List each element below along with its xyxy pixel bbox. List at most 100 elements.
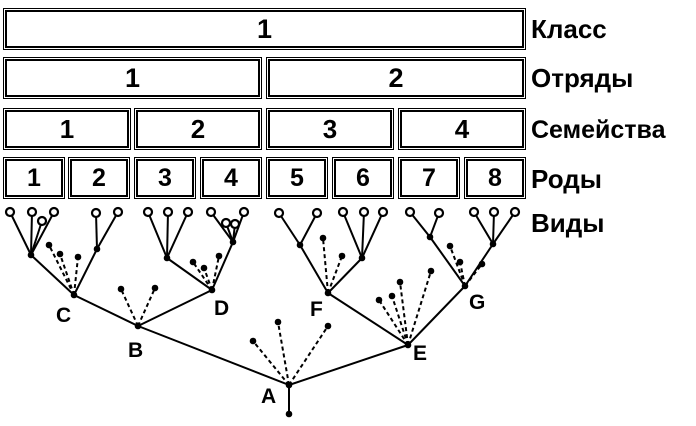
- extinct-species-dot: [427, 267, 435, 275]
- node-dot-f: [324, 289, 332, 297]
- extinct-branch-line: [203, 267, 213, 291]
- extinct-species-dot: [189, 258, 197, 266]
- extinct-branch-line: [322, 237, 329, 294]
- branch-c-genus-1: [30, 254, 75, 296]
- branch-d-genus-3: [166, 257, 213, 291]
- node-dot-e: [404, 341, 412, 349]
- species-link-line: [278, 212, 301, 246]
- extinct-species-dot: [215, 252, 223, 260]
- living-species-circle: [220, 217, 232, 229]
- living-species-circle: [273, 207, 285, 219]
- extinct-branch-line: [407, 270, 432, 346]
- branch-e-g: [407, 285, 466, 346]
- species-link-line: [9, 211, 32, 256]
- genus-box-7-label: 7: [422, 163, 436, 192]
- order-box-2: 2: [266, 57, 526, 99]
- extinct-species-dot: [478, 260, 486, 268]
- living-species-circle: [433, 207, 445, 219]
- family-box-1: 1: [3, 108, 131, 150]
- genus-box-6-label: 6: [356, 163, 370, 192]
- extinct-branch-line: [48, 244, 75, 296]
- root-dot: [285, 410, 293, 418]
- extinct-branch-line: [288, 325, 329, 386]
- node-label-d: D: [214, 297, 229, 320]
- orders-row-label: Отряды: [531, 63, 634, 93]
- genus-node-dot-6: [358, 254, 366, 262]
- living-species-circle: [229, 218, 241, 230]
- extinct-species-dot: [338, 252, 346, 260]
- extinct-branch-line: [59, 253, 75, 296]
- living-species-circle: [205, 206, 217, 218]
- class-box-1-label: 1: [256, 13, 273, 44]
- extinct-species-dot: [45, 241, 53, 249]
- living-species-circle: [142, 206, 154, 218]
- living-species-circle: [311, 207, 323, 219]
- branch-a-b: [137, 325, 290, 386]
- branch-a-e: [288, 344, 409, 386]
- extinct-species-dot: [249, 337, 257, 345]
- extinct-species-dot: [151, 284, 159, 292]
- species-link-line: [166, 211, 189, 259]
- extinct-species-dot: [456, 258, 464, 266]
- living-species-circle: [337, 206, 349, 218]
- node-dot-b: [134, 322, 142, 330]
- extinct-species-dot: [274, 318, 282, 326]
- genus-box-2: 2: [68, 157, 130, 199]
- species-link-line: [361, 211, 365, 259]
- extinct-branch-line: [137, 287, 156, 327]
- family-box-4: 4: [398, 108, 526, 150]
- family-box-4-label: 4: [454, 113, 470, 144]
- extinct-branch-line: [120, 288, 139, 327]
- living-species-circle: [112, 206, 124, 218]
- families-row-label: Семейства: [531, 116, 666, 144]
- class-row-label: Класс: [531, 14, 607, 44]
- genus-box-6: 6: [332, 157, 394, 199]
- branch-g-genus-7: [429, 236, 466, 287]
- genus-node-dot-8: [489, 240, 497, 248]
- genus-box-5-label: 5: [290, 163, 304, 192]
- extinct-branch-line: [73, 256, 79, 296]
- class-box-1: 1: [3, 8, 526, 50]
- species-link-line: [473, 211, 494, 245]
- node-dot-d: [208, 286, 216, 294]
- species-link-line: [166, 211, 169, 259]
- order-box-1: 1: [3, 57, 262, 99]
- living-species-circle: [26, 206, 38, 218]
- extinct-species-dot: [200, 264, 208, 272]
- extinct-species-dot: [396, 278, 404, 286]
- living-species-circle: [358, 206, 370, 218]
- extinct-branch-line: [277, 321, 290, 386]
- node-dot-g: [461, 282, 469, 290]
- living-species-circle: [162, 206, 174, 218]
- living-species-circle: [377, 206, 389, 218]
- living-species-circle: [36, 215, 48, 227]
- species-link-line: [30, 220, 43, 256]
- genus-box-3: 3: [134, 157, 196, 199]
- species-link-line: [95, 212, 98, 250]
- genus-box-2-label: 2: [92, 163, 106, 192]
- genus-box-4: 4: [200, 157, 262, 199]
- branch-f-genus-6: [327, 257, 363, 294]
- branch-d-genus-4: [211, 241, 234, 291]
- living-species-circle: [238, 206, 250, 218]
- branch-f-genus-5: [299, 244, 329, 294]
- genus-box-1-label: 1: [27, 163, 41, 192]
- node-label-c: C: [56, 304, 71, 327]
- genus-node-dot-7: [426, 233, 434, 241]
- family-box-3: 3: [266, 108, 394, 150]
- species-link-line: [409, 211, 431, 238]
- extinct-species-dot: [324, 322, 332, 330]
- branch-b-d: [137, 289, 213, 327]
- extinct-branch-line: [464, 263, 483, 287]
- family-box-3-label: 3: [322, 113, 338, 144]
- genus-node-dot-1: [27, 251, 35, 259]
- species-link-line: [147, 211, 168, 259]
- node-label-g: G: [469, 291, 485, 314]
- extinct-species-dot: [388, 292, 396, 300]
- genus-box-4-label: 4: [224, 163, 238, 192]
- node-label-f: F: [310, 298, 323, 321]
- extinct-branch-line: [192, 261, 213, 291]
- extinct-branch-line: [211, 255, 220, 291]
- species-link-line: [30, 211, 33, 256]
- family-box-1-label: 1: [59, 113, 75, 144]
